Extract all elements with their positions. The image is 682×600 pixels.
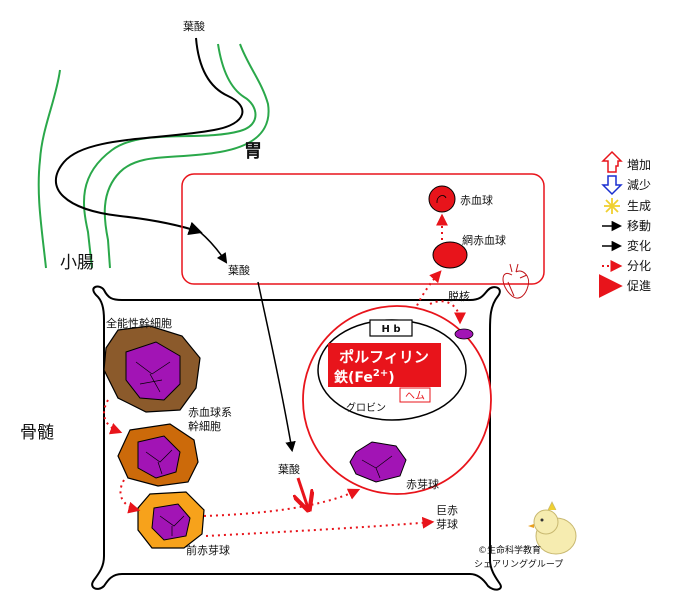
- denucleation-label: 脱核: [448, 289, 470, 303]
- megaloblast-label-2: 芽球: [436, 517, 458, 531]
- folic-acid-path-marrow: [257, 281, 296, 453]
- folic-acid-marrow-label: 葉酸: [278, 462, 300, 476]
- credit-line-2: シェアリンググループ: [474, 558, 563, 570]
- folic-acid-top-label: 葉酸: [183, 19, 205, 33]
- legend-item-produce: 生成: [604, 198, 651, 214]
- reticulocyte: [432, 241, 468, 269]
- legend-label-move: 移動: [627, 219, 651, 233]
- legend-item-move: 移動: [602, 219, 651, 233]
- promote-arrow: [298, 477, 308, 508]
- proerythroblast-label: 前赤芽球: [186, 543, 230, 557]
- tract-green-left: [37, 69, 61, 269]
- iron-label: 鉄(Fe2+): [334, 368, 395, 386]
- differentiation-arrow-4: [205, 516, 435, 537]
- proerythroblast-nucleus: [151, 503, 191, 541]
- legend: 増加 減少 生成 移動 変化 分化 促: [598, 150, 651, 298]
- tract-green-outer: [103, 43, 270, 269]
- erythroid-stem-cell-label-2: 幹細胞: [188, 419, 221, 433]
- erythroid-stem-cell-nucleus: [137, 435, 181, 479]
- up-arrow-icon: [601, 150, 623, 173]
- erythroid-stem-cell-label-1: 赤血球系: [188, 405, 232, 419]
- legend-item-decrease: 減少: [601, 175, 651, 196]
- porphyrin-label: ポルフィリン: [339, 348, 429, 366]
- heme-box: [399, 387, 431, 403]
- sparkle-icon: [604, 198, 620, 214]
- legend-label-promote: 促進: [627, 279, 651, 293]
- folic-acid-path-gut: [54, 37, 244, 236]
- pluripotent-stem-cell-chromatin: [135, 361, 171, 393]
- folic-acid-path-vessel: [199, 231, 228, 264]
- legend-item-differentiate: 分化: [602, 259, 651, 273]
- hb-label: H b: [381, 324, 400, 335]
- legend-label-differentiate: 分化: [627, 259, 651, 273]
- legend-label-change: 変化: [627, 238, 651, 253]
- small-intestine-label: 小腸: [60, 253, 94, 273]
- red-blood-cell-center: [436, 195, 447, 204]
- pluripotent-stem-cell-label: 全能性幹細胞: [106, 316, 172, 330]
- legend-item-promote: 促進: [598, 274, 651, 298]
- bone-marrow-label: 骨髄: [20, 423, 54, 443]
- folic-acid-vessel-label: 葉酸: [228, 263, 250, 277]
- legend-item-increase: 増加: [601, 150, 651, 173]
- legend-item-change: 変化: [602, 238, 651, 253]
- red-blood-cell: [428, 185, 456, 213]
- erythroblast-chromatin: [361, 455, 393, 479]
- legend-label-produce: 生成: [627, 199, 651, 213]
- differentiation-arrow-1: [103, 399, 123, 435]
- tract-green-inner: [82, 43, 257, 269]
- extruded-nucleus: [454, 328, 474, 340]
- heme-label: ヘム: [405, 390, 425, 402]
- legend-label-decrease: 減少: [627, 177, 651, 192]
- differentiation-arrow-3: [203, 488, 361, 517]
- reticulocyte-label: 網赤血球: [462, 233, 506, 247]
- globin-label: グロビン: [346, 401, 386, 414]
- megaloblast-label-1: 巨赤: [436, 504, 458, 517]
- red-blood-cell-label: 赤血球: [460, 193, 493, 207]
- blood-vessel-box: [181, 173, 545, 285]
- erythroblast: [349, 441, 407, 483]
- porphyrin-iron-box: [328, 343, 441, 387]
- proerythroblast-chromatin: [159, 515, 185, 536]
- hb-box: [369, 319, 413, 337]
- pluripotent-stem-cell-nucleus: [125, 341, 181, 401]
- legend-label-increase: 増加: [627, 158, 651, 172]
- chick-mascot-icon: [528, 501, 577, 555]
- erythroblast-label: 赤芽球: [406, 477, 439, 491]
- erythroid-stem-cell-chromatin: [145, 449, 173, 475]
- heart-icon: [502, 263, 530, 299]
- differentiation-arrow-2: [119, 479, 141, 514]
- credit-line-1: ©生命科学教育: [478, 544, 541, 556]
- down-arrow-icon: [601, 175, 623, 196]
- stomach-label: 胃: [244, 141, 262, 162]
